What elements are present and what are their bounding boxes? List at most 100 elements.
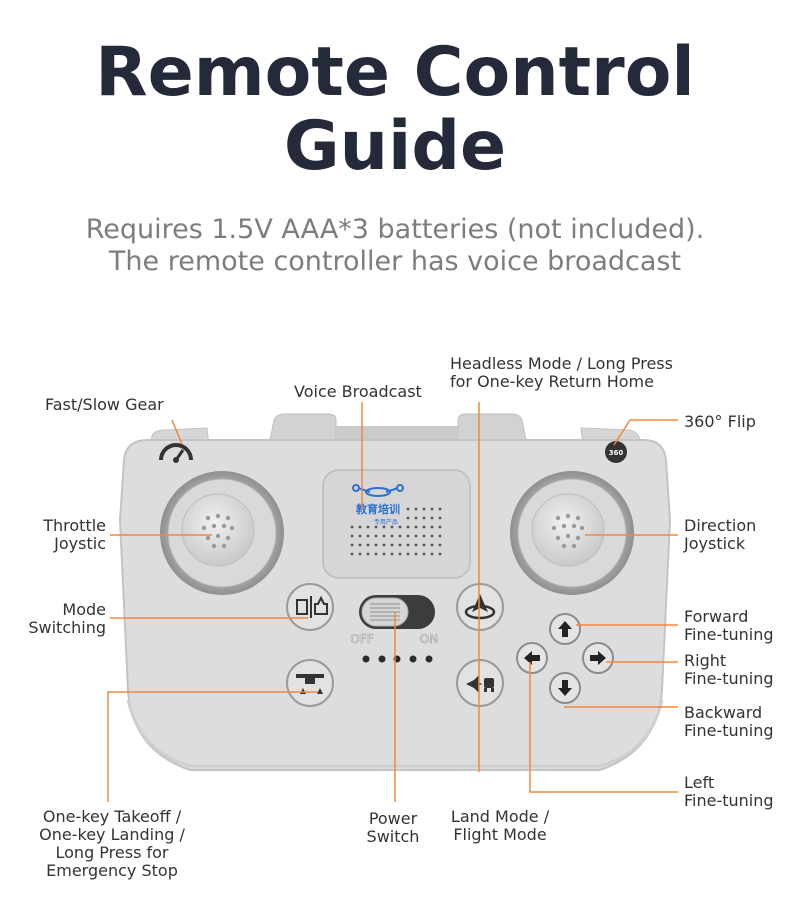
speaker-hole	[414, 534, 418, 538]
speaker-hole	[414, 543, 418, 547]
label-power-line-2: Switch	[366, 827, 420, 846]
speaker-hole	[366, 534, 370, 538]
label-throttle: Throttle Joystic	[0, 517, 106, 553]
joystick-grip-dot	[205, 535, 211, 541]
speaker-hole	[406, 552, 410, 556]
joystick-grip-dot	[565, 533, 571, 539]
title-line-2: Guide	[283, 107, 507, 186]
land-flight-mode-icon	[466, 676, 494, 692]
speaker-hole	[398, 543, 402, 547]
speedometer-icon[interactable]	[159, 443, 193, 463]
joystick-grip-dot	[211, 543, 217, 549]
takeoff-landing-button[interactable]	[286, 659, 334, 707]
speaker-hole	[382, 525, 386, 529]
joystick-grip-dot	[561, 543, 567, 549]
arrow-down-icon	[558, 680, 572, 696]
label-throttle-line-1: Throttle	[43, 516, 106, 535]
trim-down-button[interactable]	[549, 672, 581, 704]
label-takeoff-line-1: One-key Takeoff /	[42, 807, 182, 826]
speaker-hole	[430, 507, 434, 511]
speaker-hole	[414, 507, 418, 511]
label-backward: Backward Fine-tuning	[684, 704, 774, 740]
page-title: Remote Control Guide	[0, 36, 790, 184]
label-backward-line-2: Fine-tuning	[684, 721, 774, 740]
label-takeoff-line-3: Long Press for	[55, 843, 169, 862]
speaker-hole	[374, 525, 378, 529]
drone-logo-icon	[352, 484, 404, 497]
label-mode-line-1: Mode	[62, 600, 106, 619]
speaker-hole	[358, 552, 362, 556]
speaker-hole	[406, 525, 410, 529]
speaker-hole	[366, 525, 370, 529]
trim-right-button[interactable]	[582, 642, 614, 674]
speaker-hole	[382, 552, 386, 556]
throttle-joystick[interactable]	[160, 471, 284, 595]
flip-360-icon[interactable]: 360	[605, 441, 627, 463]
label-360-flip: 360° Flip	[684, 412, 756, 431]
label-left: Left Fine-tuning	[684, 774, 774, 810]
speaker-hole	[430, 534, 434, 538]
joystick-grip-dot	[571, 523, 577, 529]
speaker-hole	[414, 516, 418, 520]
joystick-grip-dot	[575, 535, 581, 541]
title-line-1: Remote Control	[95, 33, 695, 112]
leader-360-flip	[613, 419, 678, 446]
power-switch[interactable]	[359, 595, 435, 629]
speaker-hole	[406, 516, 410, 520]
label-takeoff-line-4: Emergency Stop	[46, 861, 178, 880]
speaker-hole	[398, 525, 402, 529]
headless-return-icon	[464, 594, 496, 620]
speaker-hole	[438, 543, 442, 547]
switch-off-label: OFF	[350, 632, 373, 646]
label-right-line-2: Fine-tuning	[684, 669, 774, 688]
label-left-line-2: Fine-tuning	[684, 791, 774, 810]
speaker-panel: 教育培训 · 专用产品	[322, 469, 471, 579]
speaker-hole	[390, 552, 394, 556]
speaker-hole	[414, 552, 418, 556]
joystick-grip-dot	[201, 525, 207, 531]
speaker-hole	[390, 534, 394, 538]
label-takeoff: One-key Takeoff / One-key Landing / Long…	[22, 808, 202, 880]
speaker-hole	[374, 552, 378, 556]
subtitle-line-1: Requires 1.5V AAA*3 batteries (not inclu…	[85, 214, 705, 245]
land-flight-mode-button[interactable]	[456, 659, 504, 707]
label-land: Land Mode / Flight Mode	[440, 808, 560, 844]
speaker-hole	[438, 516, 442, 520]
trim-up-button[interactable]	[549, 613, 581, 645]
label-throttle-line-2: Joystic	[54, 534, 106, 553]
speaker-hole	[430, 543, 434, 547]
speaker-hole	[366, 552, 370, 556]
speaker-hole	[422, 525, 426, 529]
label-backward-line-1: Backward	[684, 703, 763, 722]
headless-mode-button[interactable]	[456, 583, 504, 631]
speaker-hole	[382, 543, 386, 547]
speaker-hole	[350, 552, 354, 556]
mode-switch-button[interactable]	[286, 583, 334, 631]
joystick-grip-dot	[579, 525, 585, 531]
joystick-grip-dot	[555, 535, 561, 541]
label-direction-line-2: Joystick	[684, 534, 746, 553]
label-mode: Mode Switching	[0, 601, 106, 637]
speaker-hole	[422, 534, 426, 538]
trim-left-button[interactable]	[516, 642, 548, 674]
joystick-grip-dot	[575, 515, 581, 521]
joystick-grip-dot	[211, 523, 217, 529]
speaker-hole	[430, 516, 434, 520]
speaker-hole	[414, 525, 418, 529]
speaker-hole	[374, 534, 378, 538]
speaker-hole	[390, 525, 394, 529]
speaker-hole	[350, 543, 354, 547]
speaker-hole	[350, 525, 354, 529]
label-land-line-2: Flight Mode	[453, 825, 547, 844]
joystick-grip-dot	[225, 535, 231, 541]
joystick-grip-dot	[205, 515, 211, 521]
page-subtitle: Requires 1.5V AAA*3 batteries (not inclu…	[0, 214, 790, 278]
label-direction-line-1: Direction	[684, 516, 757, 535]
speaker-hole	[406, 534, 410, 538]
joystick-grip-dot	[551, 525, 557, 531]
direction-joystick[interactable]	[510, 471, 634, 595]
leader-takeoff	[107, 691, 318, 802]
joystick-grip-dot	[215, 513, 221, 519]
label-forward: Forward Fine-tuning	[684, 608, 774, 644]
